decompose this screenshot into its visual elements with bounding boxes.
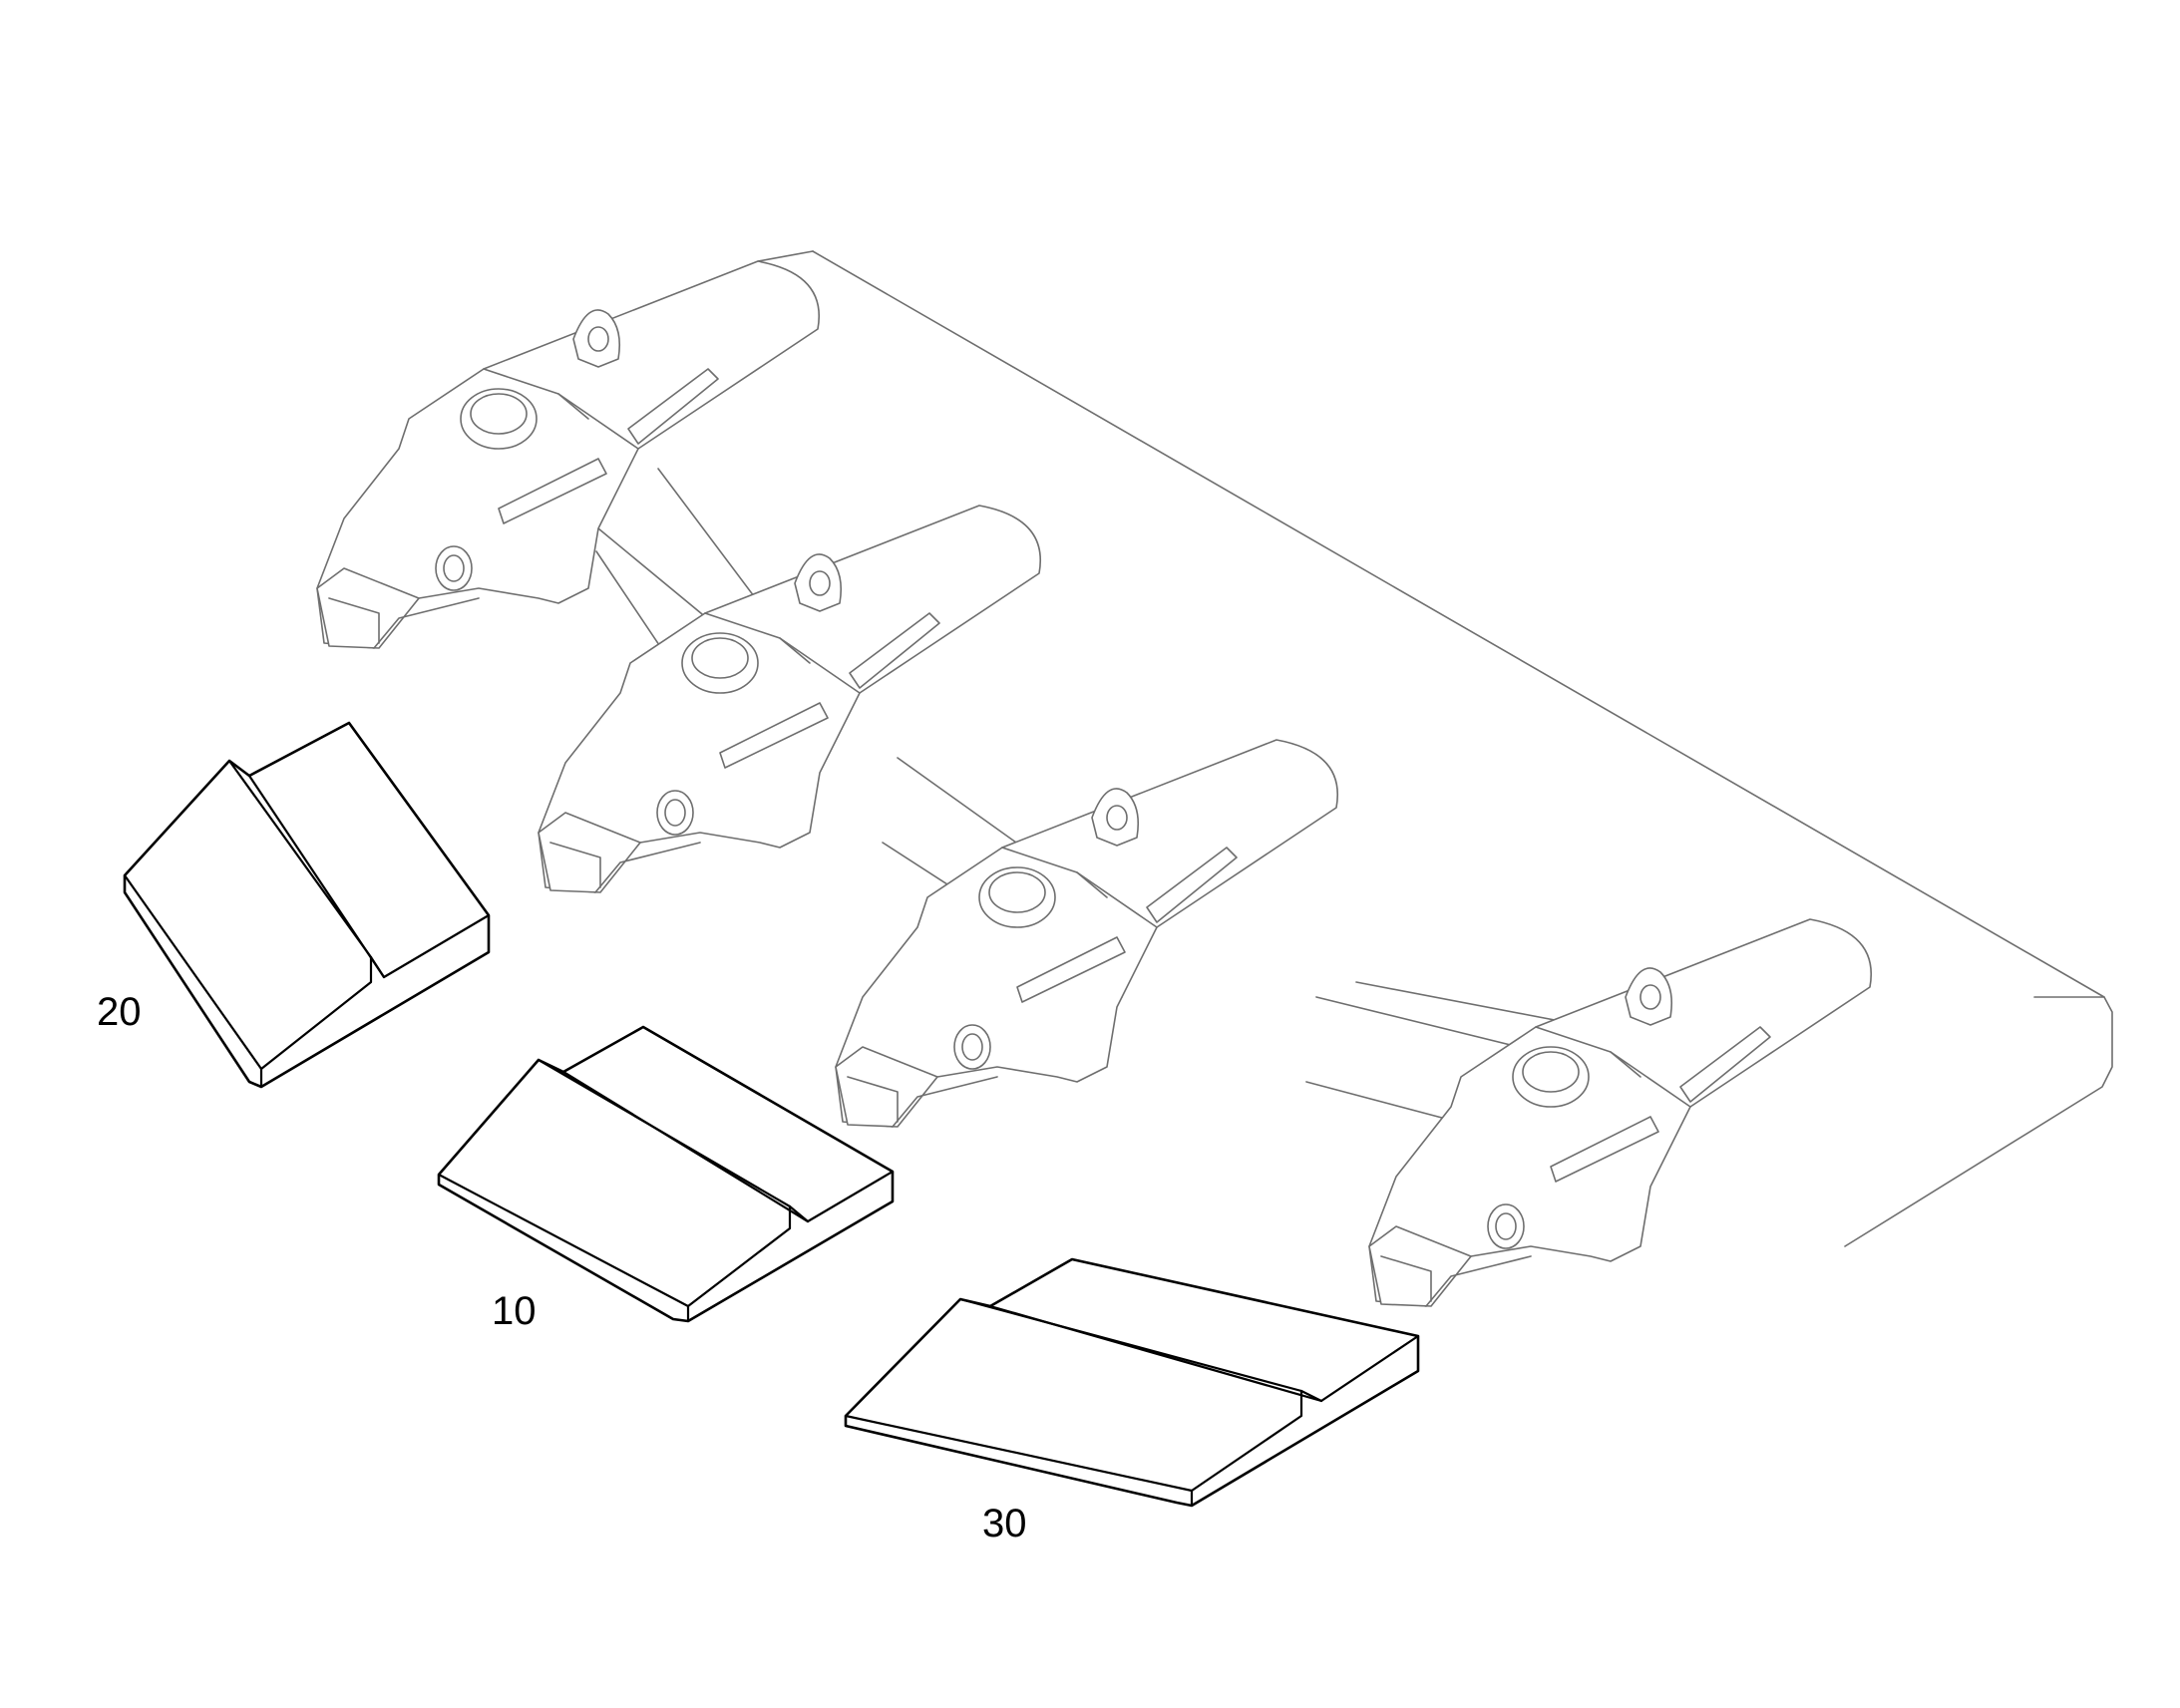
callout-20: 20	[97, 990, 142, 1034]
adapter-tooth-1	[316, 260, 820, 649]
wear-pad-10	[437, 1025, 895, 1323]
callout-30: 30	[982, 1502, 1027, 1545]
wear-pad-20	[123, 721, 491, 1089]
wear-pad-30	[844, 1257, 1420, 1508]
bucket-cutting-edge	[757, 250, 2113, 1247]
callout-10: 10	[492, 1289, 537, 1333]
adapter-tooth-3	[835, 739, 1338, 1128]
adapter-tooth-2	[538, 505, 1041, 893]
adapter-tooth-4	[1368, 918, 1872, 1307]
